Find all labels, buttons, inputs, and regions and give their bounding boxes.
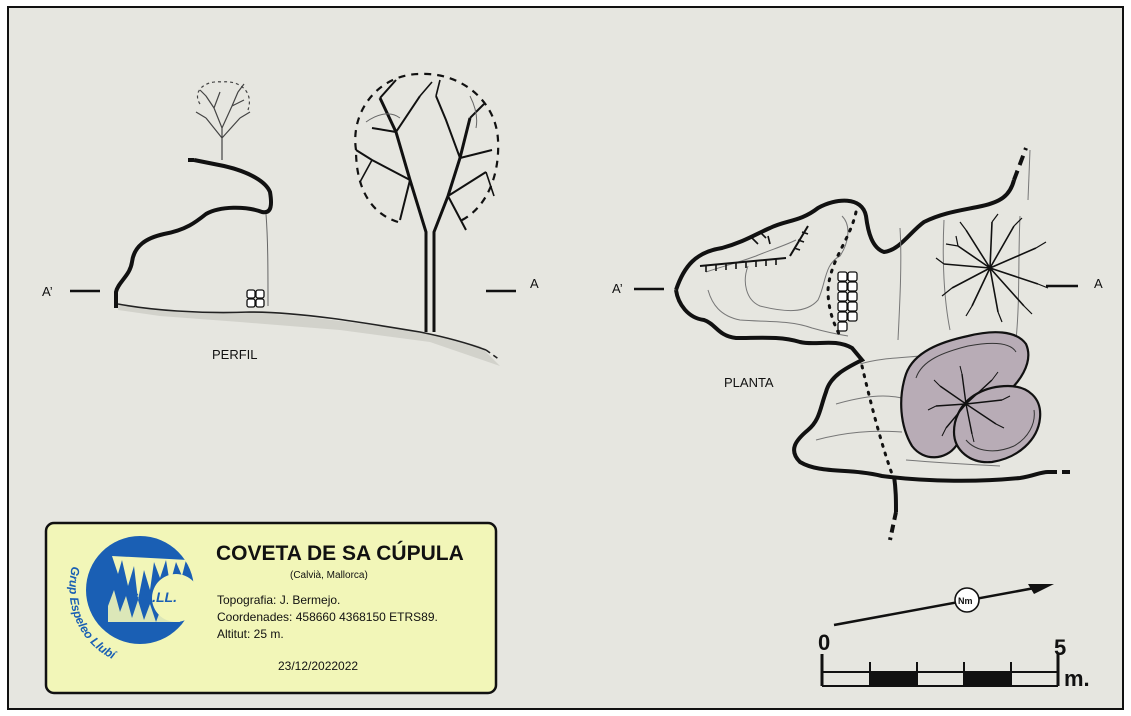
survey-date: 23/12/2022022	[278, 659, 358, 673]
plan-cave-outline	[674, 179, 1049, 483]
legend-box: G.E.LL. Grup Espeleo Llubí COVETA DE SA …	[44, 521, 498, 695]
profile-section-left-label: A’	[42, 284, 53, 299]
large-tree-icon	[354, 72, 500, 332]
profile-ground-dashed	[485, 349, 501, 361]
profile-ground-fill	[118, 304, 500, 366]
cave-name: COVETA DE SA CÚPULA	[216, 541, 464, 565]
plan-ledge-hatching	[699, 225, 809, 272]
plan-section-left-label: A’	[612, 281, 623, 296]
coordinates: Coordenades: 458660 4368150 ETRS89.	[217, 610, 438, 624]
profile-title: PERFIL	[212, 347, 258, 362]
logo-acronym: G.E.LL.	[128, 589, 177, 605]
scale-start-label: 0	[818, 630, 830, 655]
scale-end-label: 5	[1054, 635, 1066, 660]
profile-root-line	[265, 213, 269, 307]
plan-shrub-icon	[935, 213, 1049, 323]
plan-detail-lines	[705, 149, 1031, 467]
north-label: Nm	[958, 596, 973, 606]
profile-section: A’ A PERFIL	[42, 72, 539, 366]
plan-drip-line	[826, 210, 858, 338]
plan-drip-line-lower	[860, 364, 894, 476]
plan-outline-exit-dashed	[888, 511, 898, 541]
scale-unit-label: m.	[1064, 666, 1090, 691]
plan-boulder-small-rim	[965, 409, 1035, 452]
plan-blocks	[837, 271, 858, 332]
plan-title: PLANTA	[724, 375, 774, 390]
altitude: Altitut: 25 m.	[217, 627, 284, 641]
small-tree-icon	[195, 81, 251, 160]
profile-section-right-label: A	[530, 276, 539, 291]
plan-section: A’ A PLANTA	[612, 147, 1103, 541]
plan-section-right-label: A	[1094, 276, 1103, 291]
plan-root-icon	[927, 365, 1011, 443]
profile-cave-outline	[114, 158, 273, 308]
plan-boulder-large-rim	[915, 343, 1017, 379]
location: (Calvià, Mallorca)	[290, 570, 368, 581]
plan-outline-dashed-top	[1012, 147, 1028, 181]
profile-blocks	[246, 289, 265, 308]
survey-credit: Topografia: J. Bermejo.	[217, 593, 340, 607]
plan-outline-exit	[892, 475, 898, 513]
profile-ground-line	[117, 303, 487, 351]
north-arrow-icon: Nm	[833, 584, 1054, 627]
scale-bar: 0 5 m.	[818, 630, 1090, 691]
